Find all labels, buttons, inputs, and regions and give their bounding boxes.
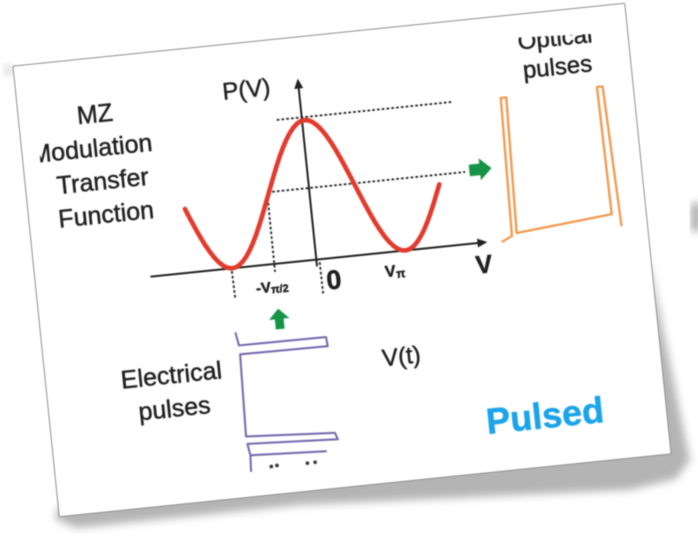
svg-text:Pulsed: Pulsed	[484, 389, 606, 442]
svg-text:V: V	[384, 263, 397, 281]
svg-text:π: π	[395, 266, 406, 281]
svg-text:π/2: π/2	[270, 283, 289, 297]
svg-text:V(t): V(t)	[381, 342, 422, 373]
svg-text:pulses: pulses	[137, 391, 212, 426]
svg-text:V: V	[474, 250, 494, 280]
svg-text:pulses: pulses	[521, 51, 593, 85]
svg-text:MZ: MZ	[75, 99, 114, 131]
svg-text:-V: -V	[255, 279, 272, 297]
svg-text:Electrical: Electrical	[119, 357, 223, 395]
svg-text:Function: Function	[57, 196, 155, 234]
svg-text:P(V): P(V)	[221, 74, 272, 106]
svg-text:Transfer: Transfer	[55, 163, 150, 200]
svg-text:0: 0	[325, 264, 343, 295]
